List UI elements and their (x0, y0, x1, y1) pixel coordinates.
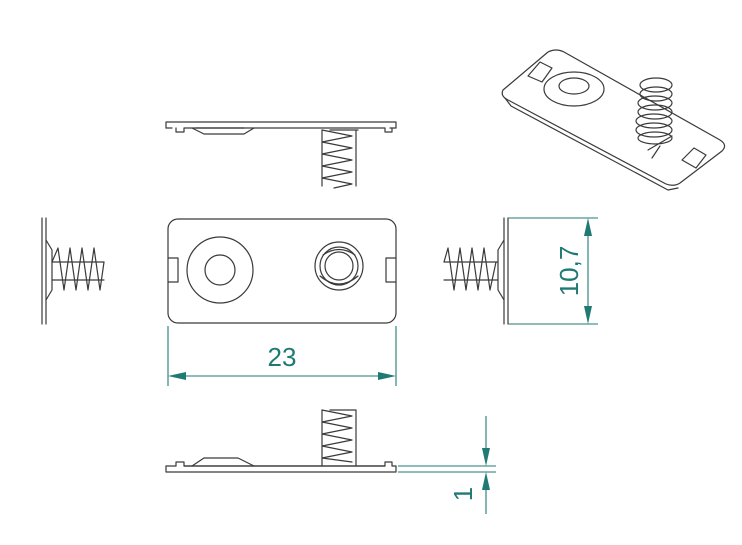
dimension-thickness-label: 1 (448, 487, 478, 501)
top-spring (321, 129, 359, 189)
front-view (167, 218, 397, 324)
dimension-height-label: 10,7 (554, 246, 584, 297)
left-spring (51, 247, 105, 291)
right-view (443, 217, 509, 325)
right-spring (443, 247, 499, 291)
dimension-width-label: 23 (268, 342, 297, 372)
isometric-view (501, 49, 726, 191)
dimension-width: 23 (167, 326, 397, 386)
iso-spring (635, 77, 673, 159)
dimension-thickness: 1 (398, 416, 496, 514)
dimension-height: 10,7 (508, 217, 598, 325)
bottom-view (165, 409, 397, 473)
bottom-spring (321, 409, 357, 467)
top-view (165, 121, 397, 189)
front-spring (314, 241, 364, 291)
left-view (41, 217, 105, 325)
